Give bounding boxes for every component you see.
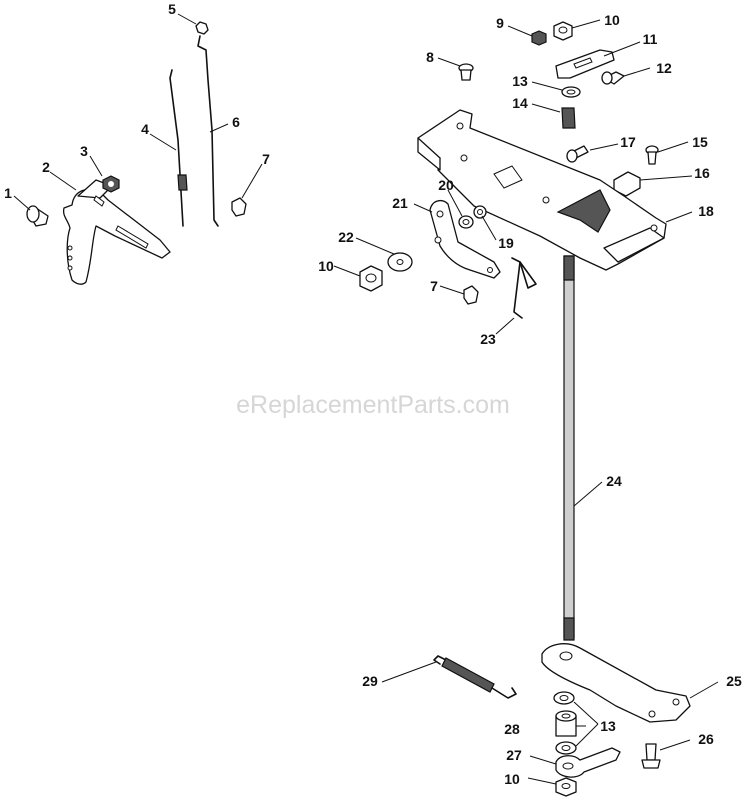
part-4-rod-spring xyxy=(169,69,188,227)
part-9-nut xyxy=(531,30,547,46)
part-28-bushing xyxy=(555,710,577,737)
part-5-clip xyxy=(195,21,209,35)
watermark: eReplacementParts.com xyxy=(236,391,510,419)
part-17-screw xyxy=(566,145,589,163)
callout-14: 14 xyxy=(512,95,528,111)
callout-11: 11 xyxy=(643,31,658,47)
leader-lines xyxy=(13,13,719,785)
part-1-screw xyxy=(26,205,49,227)
part-8-screw xyxy=(458,63,474,81)
callout-29: 29 xyxy=(362,673,378,689)
callout-16: 16 xyxy=(694,165,710,181)
part-25-lower-plate xyxy=(541,643,691,723)
part-15-screw xyxy=(645,145,659,165)
callout-15: 15 xyxy=(692,134,708,150)
callout-10-mid: 10 xyxy=(318,258,334,274)
callout-13-bottom: 13 xyxy=(600,718,616,734)
callout-6: 6 xyxy=(232,114,240,130)
callout-8: 8 xyxy=(426,49,434,65)
part-27-link xyxy=(555,747,621,778)
part-24-shaft xyxy=(563,255,575,641)
part-26-screw xyxy=(641,743,661,769)
callout-27: 27 xyxy=(506,747,522,763)
callout-26: 26 xyxy=(698,731,714,747)
callout-18: 18 xyxy=(698,203,714,219)
part-10-nut-mid xyxy=(359,265,383,292)
part-13-washer-bottom-a xyxy=(553,691,575,705)
callout-7-mid: 7 xyxy=(430,278,438,294)
callout-9: 9 xyxy=(496,15,504,31)
callout-13-top: 13 xyxy=(512,73,528,89)
part-23-link-rod xyxy=(511,257,537,319)
part-7-clip-mid xyxy=(463,285,479,305)
part-18-mounting-plate xyxy=(417,109,667,271)
callout-labels: 1 2 3 4 5 6 7 8 9 10 11 12 13 14 17 15 1… xyxy=(4,1,742,787)
part-2-lever-bracket xyxy=(62,179,171,285)
callout-4: 4 xyxy=(141,121,149,137)
callout-1: 1 xyxy=(4,185,12,201)
part-21-lever xyxy=(429,199,501,279)
part-20-washer xyxy=(458,215,474,229)
callout-10-top: 10 xyxy=(604,12,620,28)
callout-19: 19 xyxy=(498,235,514,251)
part-6-rod xyxy=(197,35,219,227)
part-13-washer-top xyxy=(561,86,581,98)
callout-25: 25 xyxy=(726,673,742,689)
part-10-nut-bottom xyxy=(555,777,577,797)
part-22-washer xyxy=(387,252,413,272)
callout-21: 21 xyxy=(392,195,408,211)
callout-5: 5 xyxy=(168,1,176,17)
part-29-spring xyxy=(433,655,517,699)
callout-3: 3 xyxy=(80,143,88,159)
part-3-nut xyxy=(102,175,120,193)
callout-22: 22 xyxy=(338,229,354,245)
callout-20: 20 xyxy=(438,177,454,193)
part-12-screw xyxy=(601,71,625,85)
part-19-washer xyxy=(473,205,487,219)
callout-2: 2 xyxy=(42,159,50,175)
callout-12: 12 xyxy=(656,60,672,76)
callout-24: 24 xyxy=(606,473,622,489)
callout-17: 17 xyxy=(620,134,636,150)
callout-23: 23 xyxy=(480,331,496,347)
callout-7-left: 7 xyxy=(262,151,270,167)
callout-10-bottom: 10 xyxy=(504,771,520,787)
part-14-spring xyxy=(561,107,576,129)
part-10-nut-top xyxy=(553,21,573,41)
part-7-clip xyxy=(231,197,247,217)
part-13-washer-bottom-b xyxy=(555,741,577,755)
callout-28: 28 xyxy=(504,721,520,737)
part-11-bracket xyxy=(555,49,615,79)
